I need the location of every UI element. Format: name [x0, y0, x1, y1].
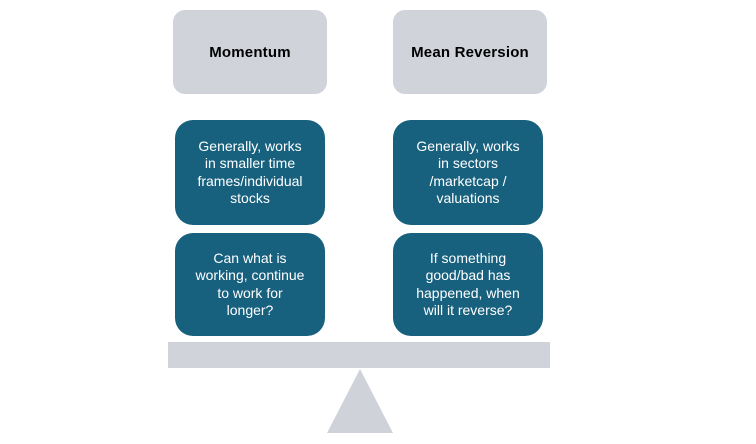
balance-beam [168, 342, 550, 368]
momentum-card-timeframes: Generally, works in smaller time frames/… [175, 120, 325, 225]
momentum-header-box: Momentum [173, 10, 327, 94]
mean-reversion-card-question: If something good/bad has happened, when… [393, 233, 543, 336]
mean-reversion-header-box: Mean Reversion [393, 10, 547, 94]
momentum-card-question: Can what is working, continue to work fo… [175, 233, 325, 336]
fulcrum-triangle [327, 369, 393, 433]
mean-reversion-card-sectors: Generally, works in sectors /marketcap /… [393, 120, 543, 225]
